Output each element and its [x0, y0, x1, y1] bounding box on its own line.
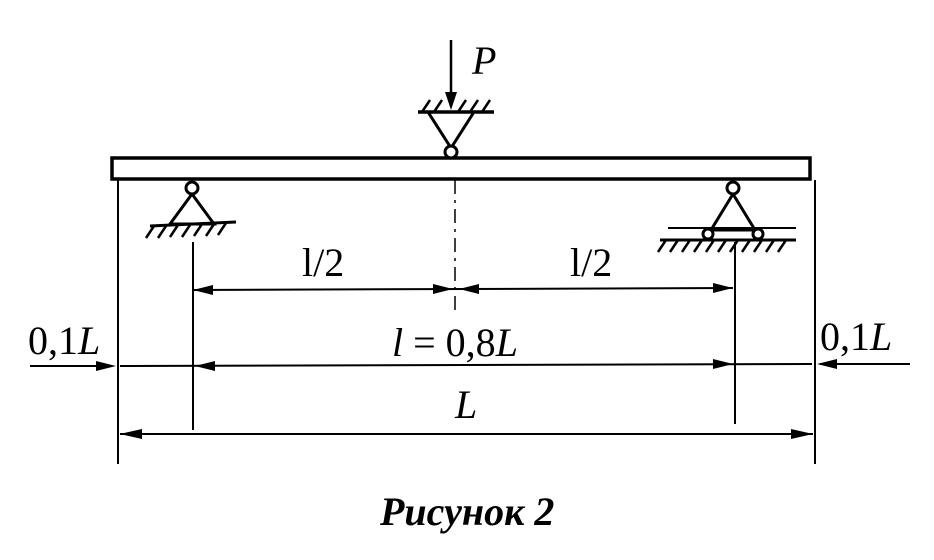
load-support-triangle — [426, 111, 476, 151]
half-span-left-label: l/2 — [302, 240, 344, 285]
half-span-arrow-center-left — [433, 284, 453, 294]
span-length-label: l = 0,8L — [392, 320, 518, 365]
left-support-triangle — [167, 193, 217, 226]
load-support — [418, 40, 494, 160]
half-span-dimension — [192, 283, 734, 295]
overhang-left-label: 0,1L — [28, 318, 100, 363]
right-support-pin — [725, 180, 741, 196]
right-support-triangle — [708, 193, 758, 232]
left-ground-hatching — [144, 222, 228, 239]
total-length-arrow-left — [120, 429, 142, 439]
right-roller-support — [656, 180, 796, 424]
span-unit: L — [495, 320, 518, 365]
half-span-arrow-left-start — [193, 285, 213, 295]
span-arrow-left — [195, 361, 215, 371]
overhang-right-arrow — [817, 359, 837, 369]
right-roller-left — [701, 227, 715, 241]
overhang-right-number: 0,1 — [820, 314, 870, 359]
right-roller-right — [751, 227, 765, 241]
overhang-left-unit: L — [77, 318, 100, 363]
span-symbol: l — [392, 320, 403, 365]
overhang-left-number: 0,1 — [28, 318, 78, 363]
right-ground-hatching — [656, 239, 788, 253]
overhang-right-unit: L — [869, 314, 892, 359]
beam-body — [110, 156, 812, 181]
load-ground-hatching — [420, 99, 492, 113]
overhang-right-label: 0,1L — [820, 314, 892, 359]
figure-caption: Рисунок 2 — [379, 489, 554, 534]
half-span-arrow-center-right — [459, 284, 479, 294]
left-support-pin — [184, 180, 200, 196]
force-label: P — [471, 38, 496, 83]
total-length-label: L — [454, 382, 477, 427]
half-span-arrow-right-end — [713, 283, 733, 293]
span-dimension — [30, 359, 910, 371]
beam — [110, 156, 812, 181]
total-length-arrow-right — [791, 429, 813, 439]
load-pin — [443, 144, 459, 160]
left-ground-line — [149, 220, 237, 228]
span-equation: = 0,8 — [403, 320, 496, 365]
overhang-left-arrow — [96, 361, 116, 371]
span-arrow-right — [713, 359, 733, 369]
left-pinned-support — [144, 180, 237, 430]
force-arrow-head — [445, 92, 457, 110]
half-span-right-label: l/2 — [570, 240, 612, 285]
total-length-dimension — [120, 429, 813, 439]
